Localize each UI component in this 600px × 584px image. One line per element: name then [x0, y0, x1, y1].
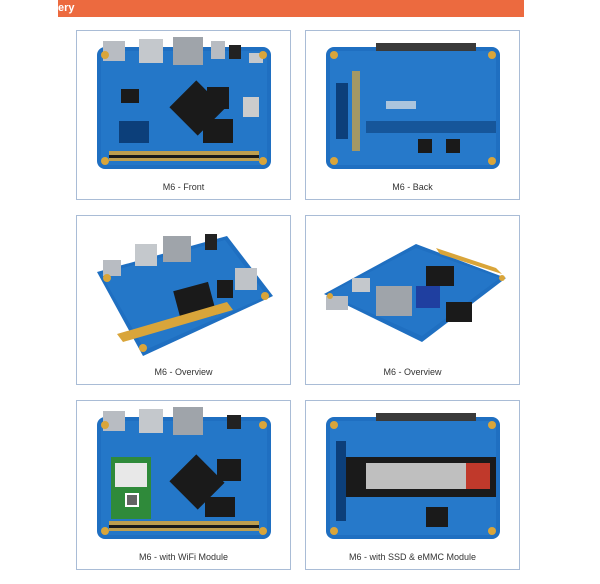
gallery-caption-back: M6 - Back [392, 182, 433, 192]
board-photo-ssd-emmc [306, 401, 519, 547]
gallery-header-bar: ery [58, 0, 524, 17]
gallery-card-front[interactable]: M6 - Front [76, 30, 291, 200]
gallery-card-back[interactable]: M6 - Back [305, 30, 520, 200]
board-photo-overview-1 [77, 216, 290, 362]
gallery-card-overview-2[interactable]: M6 - Overview [305, 215, 520, 385]
board-photo-wifi [77, 401, 290, 547]
gallery-caption-overview-2: M6 - Overview [383, 367, 442, 377]
gallery-caption-front: M6 - Front [162, 182, 205, 192]
gallery-header-title: ery [58, 2, 75, 14]
board-photo-back [306, 31, 519, 177]
gallery-caption-wifi: M6 - with WiFi Module [138, 552, 228, 562]
gallery-card-ssd-emmc[interactable]: M6 - with SSD & eMMC Module [305, 400, 520, 570]
gallery-card-overview-1[interactable]: M6 - Overview [76, 215, 291, 385]
gallery-caption-overview-1: M6 - Overview [154, 367, 213, 377]
board-photo-overview-2 [306, 216, 519, 362]
board-photo-front [77, 31, 290, 177]
gallery-caption-ssd-emmc: M6 - with SSD & eMMC Module [348, 552, 477, 562]
gallery-card-wifi[interactable]: M6 - with WiFi Module [76, 400, 291, 570]
